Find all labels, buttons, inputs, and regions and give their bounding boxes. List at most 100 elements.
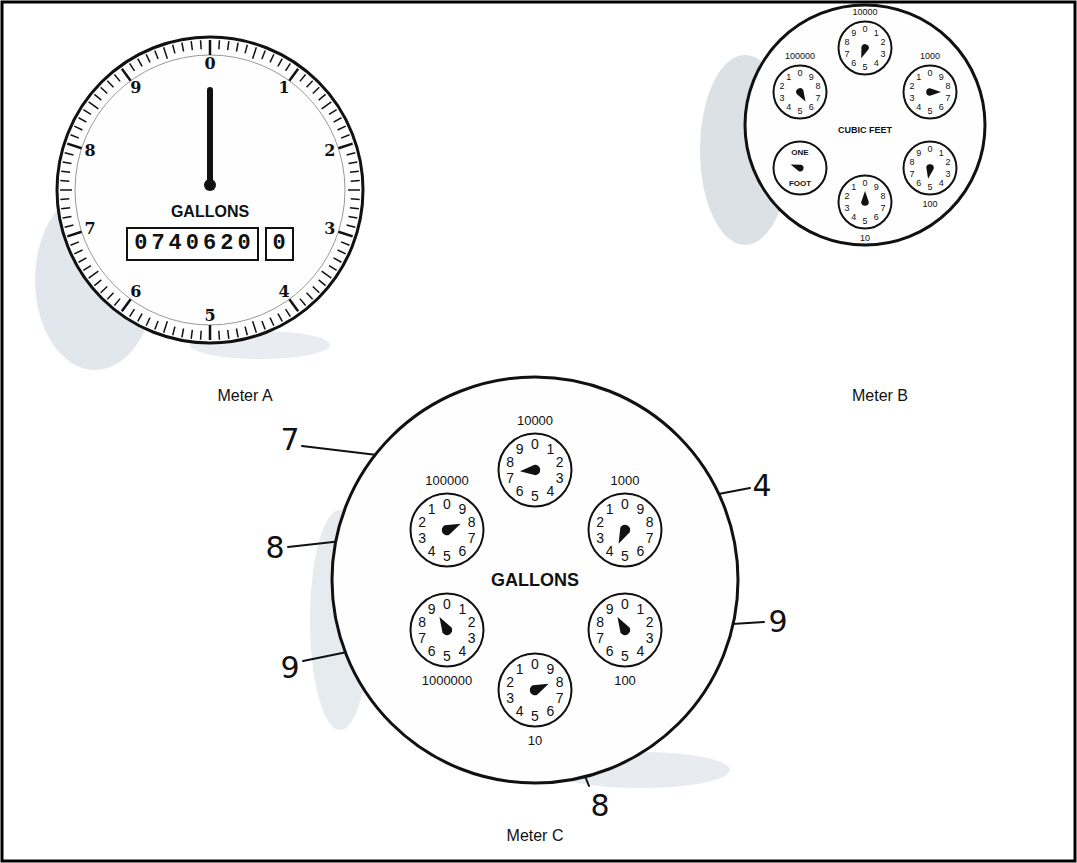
dial-scale-label: 10000 [517, 414, 553, 427]
dial-scale-label: 10 [860, 234, 870, 243]
dial-scale-label: 1000 [611, 474, 640, 487]
callout-number: 8 [590, 791, 609, 821]
dial-digit: 6 [516, 484, 524, 498]
tick-mark [278, 59, 282, 67]
tick-mark [218, 40, 220, 49]
dial-digit: 8 [596, 615, 604, 629]
odometer-box: 0740620 [126, 227, 258, 260]
callout-number: 4 [752, 471, 771, 501]
dial-digit: 1 [636, 602, 644, 616]
tick-mark [74, 250, 82, 254]
register-dial: 100123456789 [497, 652, 573, 728]
tick-mark [349, 216, 358, 218]
dial-digit: 4 [851, 213, 856, 222]
dial-scale-label: 100000 [785, 51, 815, 60]
dial-digit: 4 [874, 59, 879, 68]
tick-mark [334, 118, 342, 122]
tick-mark [122, 69, 131, 81]
dial-digit: 3 [468, 631, 476, 645]
dial-digit: 8 [506, 455, 514, 469]
tick-mark [347, 225, 356, 227]
dial-pointer [435, 614, 454, 637]
dial-digit: 2 [779, 82, 784, 91]
dial-digit: 0 [797, 69, 802, 78]
dial-digit: 4 [546, 484, 554, 498]
tick-mark [191, 41, 192, 50]
dial-digit: 6 [874, 213, 879, 222]
dial-digit: 4 [939, 179, 944, 188]
tick-mark [236, 43, 238, 52]
tick-mark [338, 126, 346, 130]
dial-digit: 2 [418, 515, 426, 529]
dial-digit: 9 [606, 602, 614, 616]
tick-mark [349, 162, 358, 164]
dial-digit: 5 [621, 649, 629, 663]
tick-mark [67, 144, 81, 149]
dial-digit: 1 [606, 502, 614, 516]
dial-digit: 6 [916, 179, 921, 188]
dial-digit: 1 [916, 72, 921, 81]
dial-digit: 9 [458, 502, 466, 516]
tick-mark [278, 314, 282, 322]
dial-digit: 0 [443, 597, 451, 611]
tick-mark [60, 198, 69, 200]
dial-digit: 2 [909, 82, 914, 91]
dial-number: 8 [85, 143, 96, 159]
dial-digit: 5 [443, 549, 451, 563]
dial-digit: 0 [862, 179, 867, 188]
dial-pointer [924, 164, 934, 180]
dial-number: 7 [85, 221, 96, 237]
tick-mark [329, 110, 337, 115]
tick-mark [347, 153, 356, 155]
tick-mark [253, 321, 257, 332]
dial-digit: 3 [506, 691, 514, 705]
dial-digit: 4 [786, 103, 791, 112]
tick-mark [253, 47, 257, 58]
dial-digit: 4 [916, 103, 921, 112]
dial-scale-label: 1000 [920, 51, 940, 60]
tick-mark [94, 94, 101, 100]
dial-digit: 6 [851, 59, 856, 68]
dial-digit: 1 [546, 442, 554, 456]
dial-number: 0 [204, 56, 215, 72]
dial-circle [774, 142, 827, 195]
dial-digit: 1 [516, 662, 524, 676]
dial-digit: 3 [779, 93, 784, 102]
tick-mark [300, 74, 306, 81]
dial-circle [839, 176, 892, 229]
dial-digit: 5 [531, 709, 539, 723]
tick-mark [270, 318, 274, 326]
needle-hub [204, 179, 216, 191]
dial-digit: 8 [844, 38, 849, 47]
dial-number: 1 [278, 80, 289, 96]
dial-scale-label: 10 [528, 733, 542, 746]
register-dial: 1000123456789 [587, 592, 663, 668]
dial-digit: 0 [531, 437, 539, 451]
tick-mark [182, 329, 184, 338]
dial-digit: 6 [428, 644, 436, 658]
tick-mark [200, 40, 202, 49]
dial-digit: 9 [428, 602, 436, 616]
dial-digit: 9 [916, 148, 921, 157]
dial-digit: 3 [881, 49, 886, 58]
dial-pointer [795, 87, 809, 104]
tick-mark [209, 40, 212, 55]
dial-digit: 0 [443, 497, 451, 511]
dial-scale-label: 1000000 [422, 673, 473, 686]
dial-text: ONE [791, 149, 808, 157]
dial-digit: 8 [556, 675, 564, 689]
dial-digit: 3 [646, 631, 654, 645]
tick-mark [338, 144, 352, 149]
tick-mark [351, 180, 360, 182]
needle [207, 90, 213, 185]
dial-digit: 8 [881, 192, 886, 201]
dial-digit: 0 [621, 597, 629, 611]
tick-mark [351, 198, 360, 200]
dial-digit: 1 [851, 182, 856, 191]
tick-mark [329, 266, 337, 271]
dial-digit: 1 [939, 148, 944, 157]
callout-number: 9 [280, 653, 299, 683]
dial-pointer [613, 614, 632, 637]
